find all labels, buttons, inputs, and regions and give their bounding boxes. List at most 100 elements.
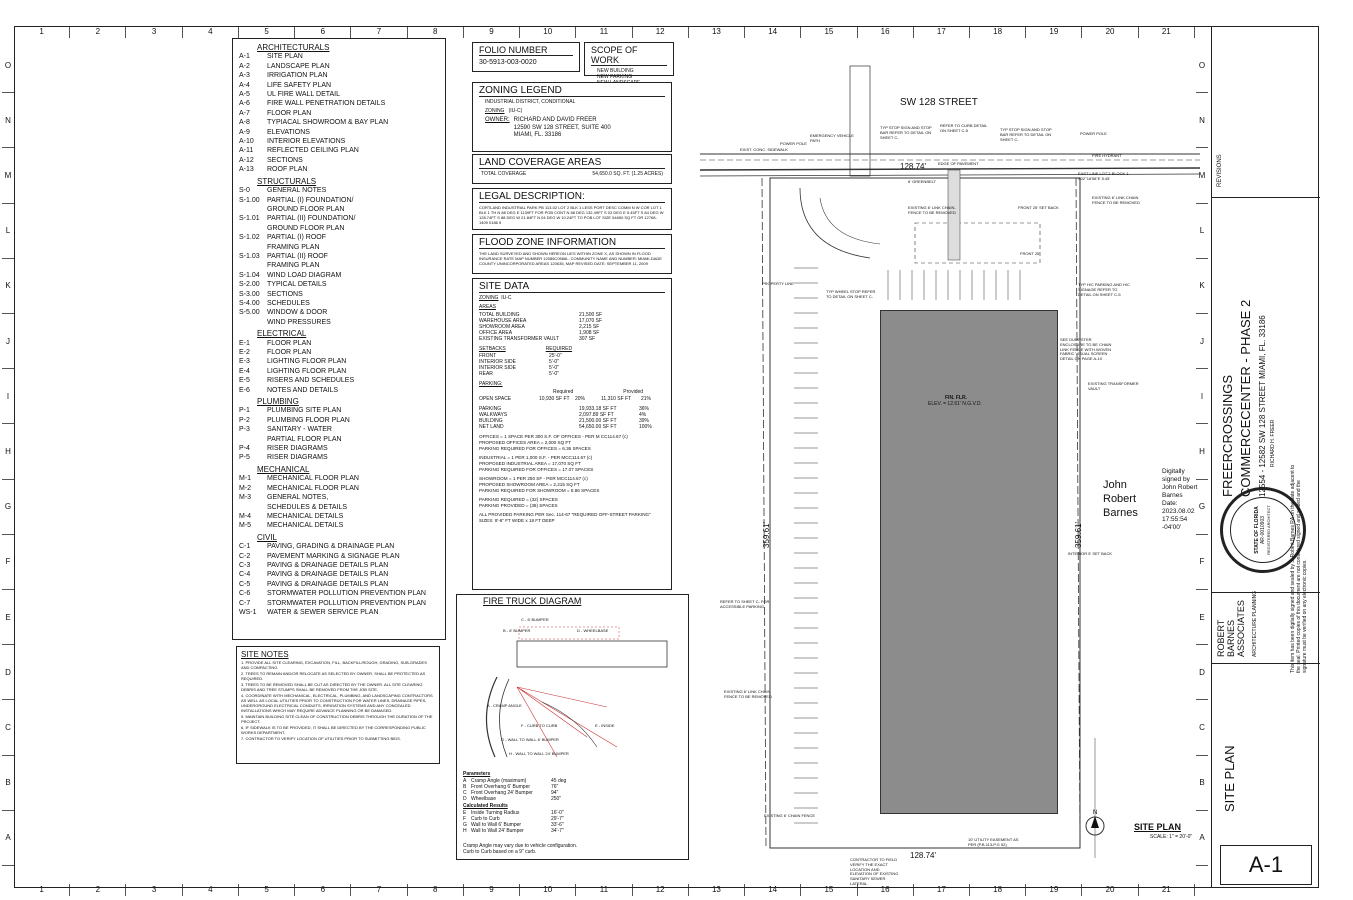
sheet-code: A-12 <box>239 156 254 164</box>
structural-heading: STRUCTURALS <box>257 176 317 186</box>
plan-callout: EAST LINE LOT 2 BLOCK 1 S02°16'58"E 5.45… <box>1078 171 1129 181</box>
sheet-code: S-1.04 <box>239 271 260 279</box>
row-marker: E <box>1196 590 1208 646</box>
plan-callout: EMERGENCY VEHICLE PATH <box>810 133 854 143</box>
sheet-name: SANITARY - WATER <box>267 426 332 434</box>
column-marker: 20 <box>1082 26 1139 38</box>
fire-truck-label: B - 6' BUMPER <box>503 628 531 633</box>
column-marker: 17 <box>914 884 970 896</box>
mechanical-heading: MECHANICAL <box>257 464 310 474</box>
data-cell: 21,500.00 SF FT <box>579 418 617 424</box>
sheet-name: SITE PLAN <box>267 53 303 61</box>
column-marker: 8 <box>408 884 464 896</box>
sheet-name: PLUMBING SITE PLAN <box>267 407 342 415</box>
revisions-label: REVISIONS <box>1217 154 1223 187</box>
project-subtitle: COMMERCECENTER - PHASE 2 <box>1238 299 1253 497</box>
site-note: 5. MAINTAIN BUILDING SITE CLEAN OF CONST… <box>241 714 433 725</box>
sheet-name: IRRIGATION PLAN <box>267 72 328 80</box>
data-cell: A <box>463 778 467 784</box>
plan-callout: TYP STOP SIGN AND STOP BAR REFER TO DETA… <box>880 125 932 140</box>
parking-calc-line: PARKING REQUIRED FOR OFFICES = 6.36 SPAC… <box>479 446 591 451</box>
street-name: SW 128 STREET <box>900 97 978 108</box>
plan-callout: FRONT 25' <box>1020 251 1041 256</box>
sheet-name: GENERAL NOTES <box>267 187 327 195</box>
data-cell: Front Overhang 24' Bumper <box>471 790 533 796</box>
civil-heading: CIVIL <box>257 532 278 542</box>
land-value: 54,650.0 SQ. FT. (1.25 ACRES) <box>592 171 663 177</box>
column-marker: 11 <box>576 884 633 896</box>
sheet-name: PARTIAL (II) FOUNDATION/ <box>267 215 356 223</box>
sheet-code: S-1.00 <box>239 196 260 204</box>
parking-calc-line: PROPOSED INDUSTRIAL AREA = 17,070 SQ FT <box>479 461 581 466</box>
sheet-name: PARTIAL FLOOR PLAN <box>267 435 342 443</box>
land-label: TOTAL COVERAGE <box>481 171 527 177</box>
sheet-name: PAVEMENT MARKING & SIGNAGE PLAN <box>267 552 400 560</box>
plan-callout: CONTRACTOR TO FIELD VERIFY THE EXACT LOC… <box>850 857 899 886</box>
plan-callout: REFER TO SHEET C- FOR ACCESSIBLE PARKING <box>720 599 770 609</box>
sheet-code: A-4 <box>239 81 250 89</box>
data-cell: 5'-0" <box>549 359 559 365</box>
column-marker: 7 <box>351 884 408 896</box>
sheet-code: S-3.00 <box>239 290 260 298</box>
sheet-name: UL FIRE WALL DETAIL <box>267 91 340 99</box>
sheet-name: SCHEDULES & DETAILS <box>267 503 348 511</box>
column-marker: 16 <box>858 26 914 38</box>
site-data-title: SITE DATA <box>479 281 665 293</box>
column-marker: 13 <box>689 26 746 38</box>
sheet-code: A-5 <box>239 91 250 99</box>
index-row: A-3 IRRIGATION PLAN <box>239 71 439 80</box>
data-cell: 45 deg <box>551 778 567 784</box>
revisions-strip: REVISIONS <box>1212 27 1320 198</box>
data-cell: Front Overhang 6' Bumper <box>471 784 531 790</box>
flood-zone: FLOOD ZONE INFORMATION THE LAND SURVEYED… <box>472 234 672 274</box>
column-marker: 1 <box>14 26 71 38</box>
column-marker: 9 <box>464 26 521 38</box>
sheet-name: PARTIAL (I) ROOF <box>267 234 326 242</box>
sheet-code: E-3 <box>239 358 250 366</box>
digital-line: Barnes <box>1162 492 1183 499</box>
plan-callout: 10' UTILITY EASEMENT AS PER (P.B.113-P.G… <box>968 837 1019 847</box>
frontage-bottom: 128.74' <box>910 851 936 860</box>
frontage-top: 128.74' <box>900 162 926 171</box>
data-cell: 94" <box>551 790 559 796</box>
data-cell: 21,500 SF <box>579 312 603 318</box>
sheet-code: A-3 <box>239 72 250 80</box>
folio-number: 30-5913-003-0020 <box>479 59 537 66</box>
row-marker: O <box>1196 38 1208 94</box>
sheet-code <box>239 205 263 214</box>
site-notes-heading: SITE NOTES <box>241 650 289 659</box>
sheet-name: ROOF PLAN <box>267 166 308 174</box>
column-marker: 10 <box>520 26 577 38</box>
sheet-code: M-2 <box>239 484 252 492</box>
sheet-code: M-1 <box>239 475 252 483</box>
results-title: Calculated Results <box>463 803 508 809</box>
sd-zoning-value: IU-C <box>501 295 512 301</box>
row-marker: E <box>2 590 14 646</box>
sheet-name: WINDOW & DOOR <box>267 309 328 317</box>
data-cell: SHOWROOM AREA <box>479 324 525 330</box>
data-cell: H <box>463 828 467 834</box>
parking-calc-line: PARKING REQUIRED FOR SHOWROOM = 8.86 SPA… <box>479 488 600 493</box>
legal-title: LEGAL DESCRIPTION: <box>479 191 665 203</box>
project-address: 12554 - 12582 SW 128 STREET MIAMI, FL. 3… <box>1258 315 1267 497</box>
flood-title: FLOOD ZONE INFORMATION <box>479 237 665 249</box>
row-marker: C <box>2 700 14 756</box>
plan-callout: TYP WHEEL STOP REFER TO DETAIL ON SHEET … <box>826 289 876 299</box>
